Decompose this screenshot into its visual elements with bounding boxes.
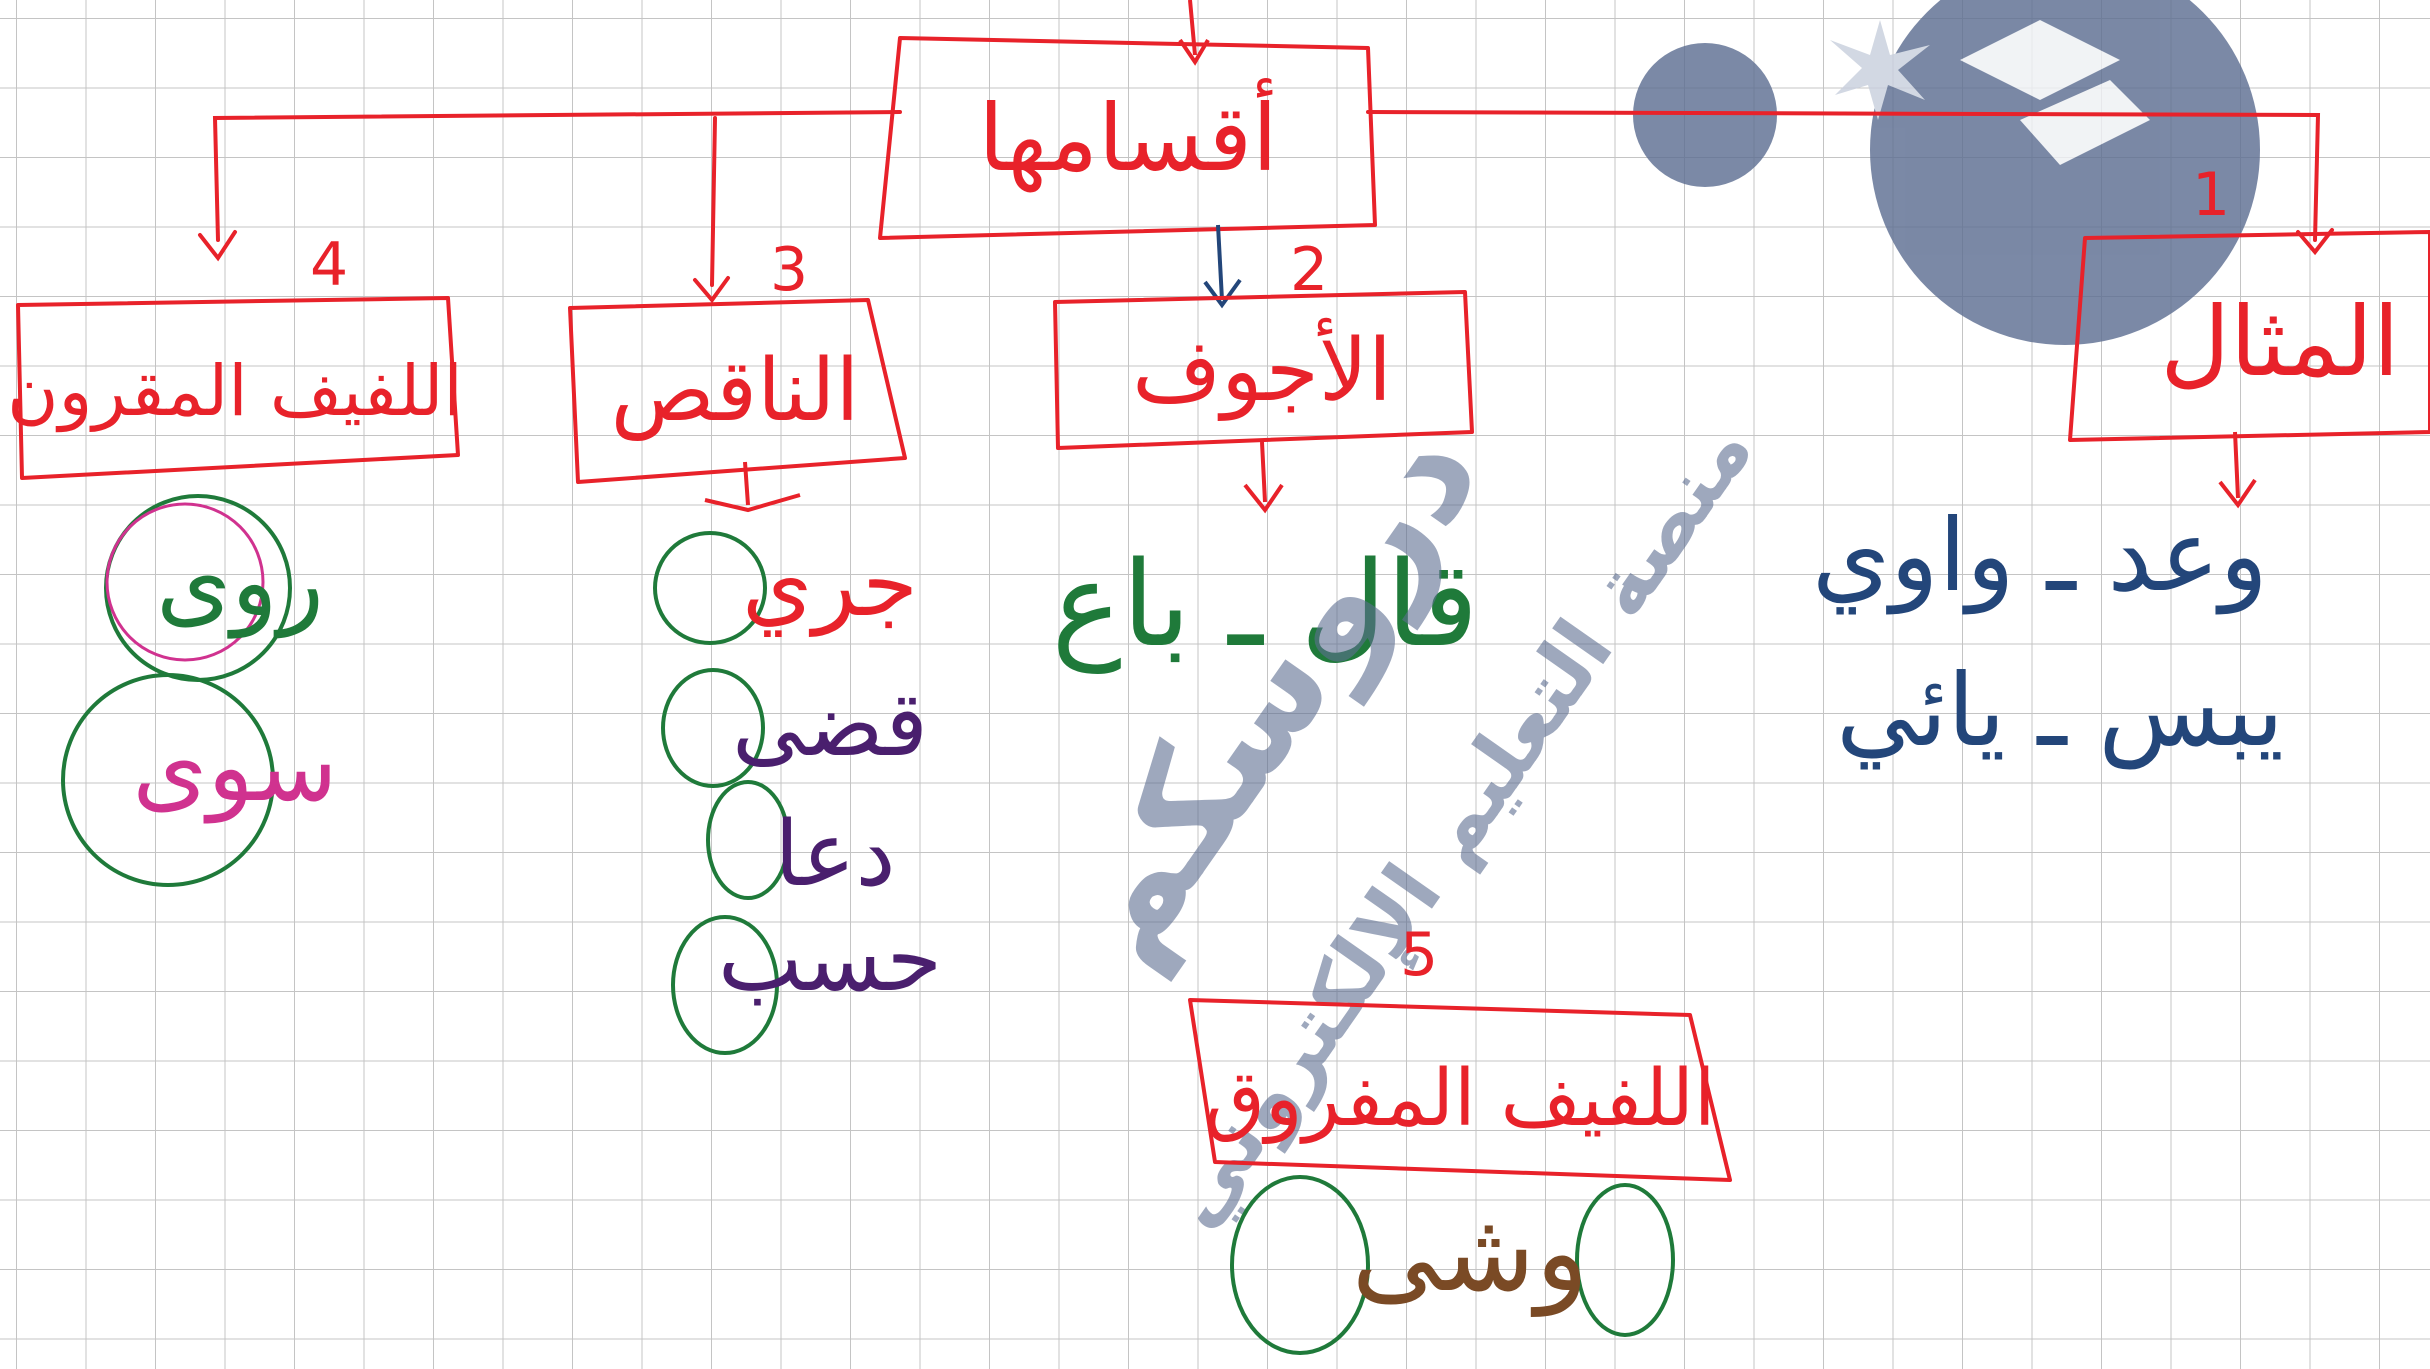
example-circle xyxy=(61,673,275,887)
example-mithal-2: يبس ـ يائي xyxy=(1836,652,2284,770)
number-lafif-mafruq: 5 xyxy=(1400,920,1438,990)
example-circle xyxy=(671,915,779,1055)
example-naqis-2: قضى xyxy=(732,672,928,777)
root-label: أقسامها xyxy=(978,78,1277,193)
box-naqis xyxy=(568,298,907,484)
box-lafif-mafruq xyxy=(1188,998,1732,1182)
arrow-to-ajwaf xyxy=(1203,224,1242,309)
category-lafif-maqrun: 4 اللفيف المقرون روى سوى xyxy=(7,230,463,887)
number-mithal: 1 xyxy=(2192,160,2230,230)
category-ajwaf: 2 الأجوف قال ـ باع xyxy=(1052,235,1479,674)
down-arrow-naqis xyxy=(704,461,801,513)
root-incoming-arrow xyxy=(1178,0,1210,66)
example-lafif-maqrun-2: سوى xyxy=(132,711,337,824)
category-mithal: 1 المثال وعد ـ واوي يبس ـ يائي xyxy=(1812,160,2430,770)
example-naqis-3: دعا xyxy=(774,802,895,907)
box-mithal xyxy=(2068,230,2430,442)
example-circle xyxy=(1230,1175,1370,1355)
number-lafif-maqrun: 4 xyxy=(310,230,348,300)
example-ajwaf: قال ـ باع xyxy=(1052,535,1479,674)
example-naqis-1: جري xyxy=(742,532,918,637)
root-node: أقسامها xyxy=(878,0,1377,240)
label-ajwaf: الأجوف xyxy=(1132,318,1392,421)
naqis-example-list: جري قضى دعا حسب xyxy=(653,531,942,1055)
example-circle xyxy=(1575,1183,1675,1337)
example-lafif-maqrun-1: روى xyxy=(156,526,324,639)
sub-branch-lafif-mafruq: 5 اللفيف المفروق وشى xyxy=(1188,920,1732,1355)
example-lafif-mafruq: وشى xyxy=(1352,1188,1589,1317)
number-naqis: 3 xyxy=(770,235,808,305)
example-naqis-4: حسب xyxy=(718,907,942,1012)
example-circle xyxy=(706,780,790,900)
example-mithal-1: وعد ـ واوي xyxy=(1812,497,2268,615)
label-lafif-maqrun: اللفيف المقرون xyxy=(7,350,463,433)
example-circle xyxy=(653,531,767,645)
box-ajwaf xyxy=(1053,290,1474,450)
number-ajwaf: 2 xyxy=(1290,235,1328,305)
down-arrow-ajwaf xyxy=(1243,441,1284,514)
label-lafif-mafruq: اللفيف المفروق xyxy=(1205,1054,1716,1145)
root-box xyxy=(878,36,1377,240)
down-arrow-mithal xyxy=(2218,431,2257,509)
label-naqis: الناقص xyxy=(611,341,860,441)
box-lafif-maqrun xyxy=(16,296,460,480)
label-mithal: المثال xyxy=(2160,286,2399,398)
category-naqis: 3 الناقص جري قضى دعا حسب xyxy=(568,235,942,1055)
example-circle-inner xyxy=(105,502,265,662)
tree-connectors xyxy=(198,110,2334,304)
example-circle xyxy=(661,668,765,788)
